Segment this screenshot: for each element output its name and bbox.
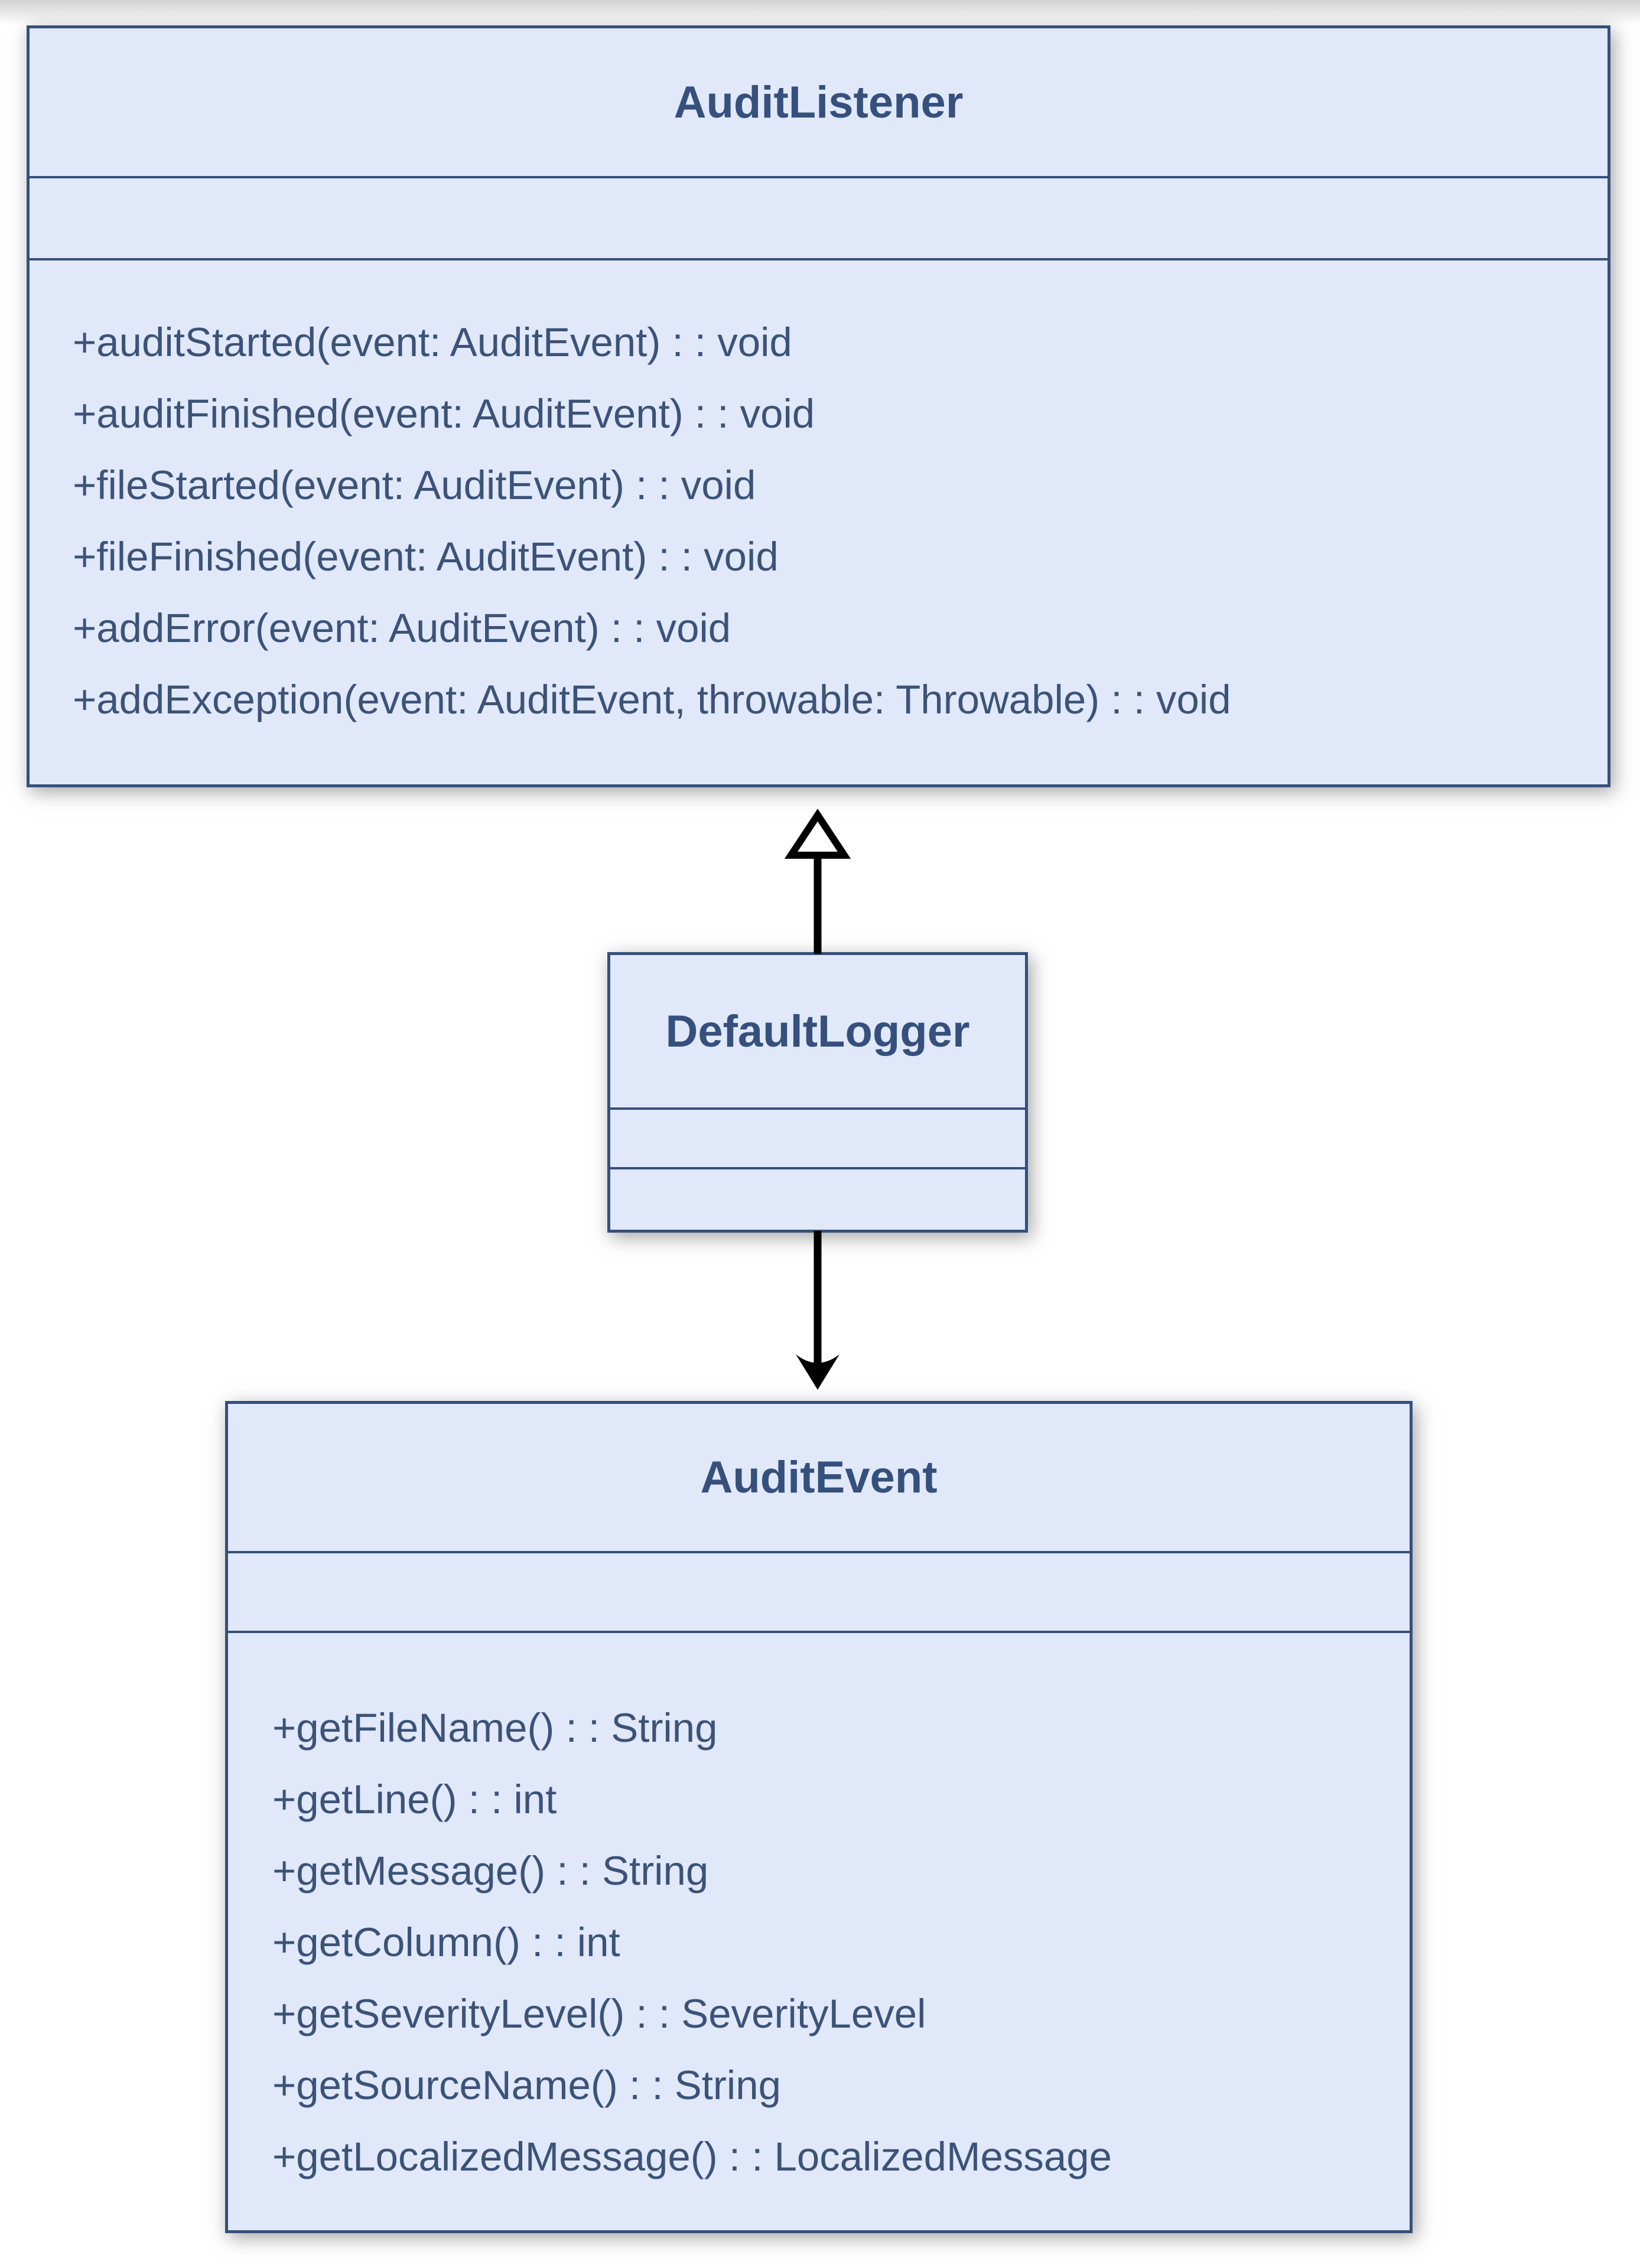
method-signature: +getFileName() : : String: [272, 1705, 718, 1751]
attributes-compartment-auditlistener: [30, 178, 1608, 260]
hollow-triangle-arrowhead-icon: [784, 809, 851, 859]
method-signature: +addException(event: AuditEvent, throwab…: [73, 677, 1231, 722]
class-node-defaultlogger: DefaultLogger: [607, 952, 1028, 1233]
realization-connector-defaultlogger-to-auditlistener: [784, 809, 851, 954]
class-node-auditevent: AuditEvent +getFileName() : : String+get…: [225, 1401, 1413, 2233]
method-signature: +auditStarted(event: AuditEvent) : : voi…: [73, 320, 792, 365]
class-title-auditevent: AuditEvent: [228, 1404, 1410, 1553]
attributes-compartment-auditevent: [228, 1553, 1410, 1633]
methods-compartment-auditevent: +getFileName() : : String +getLine() : : …: [228, 1633, 1410, 2230]
methods-compartment-defaultlogger: [610, 1169, 1025, 1230]
method-signature: +getMessage() : : String: [272, 1848, 709, 1894]
method-signature: +fileStarted(event: AuditEvent) : : void: [73, 462, 756, 508]
top-edge-shading: [0, 0, 1640, 25]
methods-compartment-auditlistener: +auditStarted(event: AuditEvent) : : voi…: [30, 260, 1608, 784]
method-signature: +getSourceName() : : String: [272, 2062, 781, 2108]
attributes-compartment-defaultlogger: [610, 1110, 1025, 1169]
class-title-defaultlogger: DefaultLogger: [610, 955, 1025, 1110]
open-arrowhead-icon: [796, 1354, 839, 1390]
dependency-connector-defaultlogger-to-auditevent: [796, 1231, 839, 1390]
method-signature: +fileFinished(event: AuditEvent) : : voi…: [73, 534, 779, 579]
class-title-auditlistener: AuditListener: [30, 28, 1608, 178]
method-signature: +getColumn() : : int: [272, 1920, 620, 1965]
method-signature: +getLocalizedMessage() : : LocalizedMess…: [272, 2134, 1112, 2179]
method-signature: +getLine() : : int: [272, 1777, 557, 1822]
method-signature: +auditFinished(event: AuditEvent) : : vo…: [73, 391, 815, 436]
method-signature: +getSeverityLevel() : : SeverityLevel: [272, 1991, 926, 2036]
method-signature: +addError(event: AuditEvent) : : void: [73, 605, 731, 651]
class-node-auditlistener: AuditListener +auditStarted(event: Audit…: [27, 25, 1610, 787]
